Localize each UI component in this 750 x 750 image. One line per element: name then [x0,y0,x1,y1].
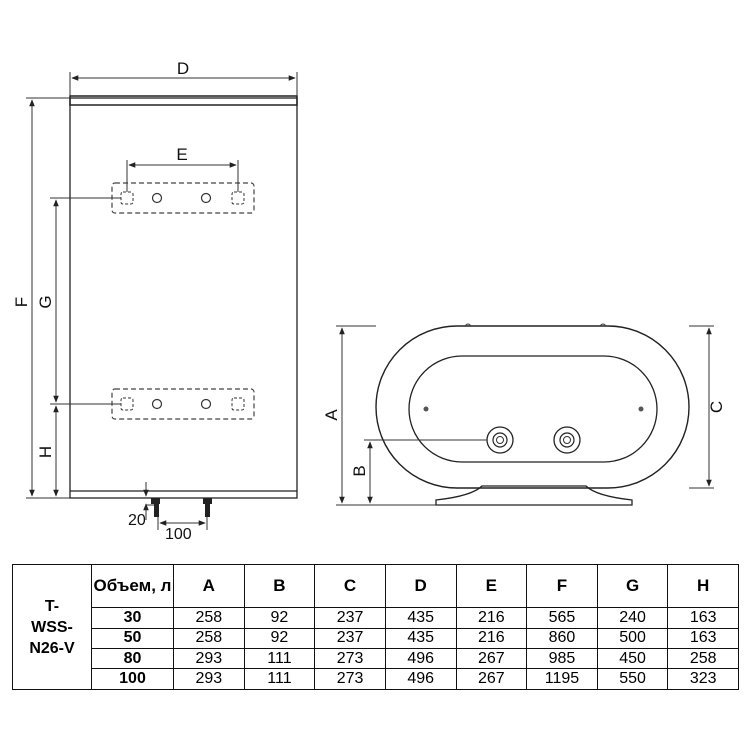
dim-label-E: E [176,145,187,164]
slot-icon [231,191,245,205]
screw-icon [638,406,644,412]
table-cell: 237 [314,607,386,629]
table-cell: 496 [384,668,457,690]
dim-label-pipe-spacing: 100 [165,526,192,543]
table-header-row: T- WSS- N26-V Объем, л A B C D E F G H [12,563,739,690]
dimension-A: A [322,325,436,506]
volume-header: Объем, л [91,563,174,609]
water-connector-outlet [553,426,581,454]
table-cell: 500 [596,627,669,650]
screw-icon [423,406,429,412]
volume-cell: 50 [91,627,174,650]
column-header-C: C [314,563,386,609]
table-cell: 450 [596,647,669,670]
table-cell: 323 [667,668,739,690]
table-cell: 258 [173,607,245,629]
table-cell: 216 [455,627,528,650]
tank-top-cap [69,95,298,106]
side-view: A B C [322,323,726,506]
model-line: T- [44,597,60,615]
side-inner-panel [408,355,658,463]
front-view: D E F G H [12,59,298,543]
table-cell: 435 [384,627,457,650]
table-cell: 92 [243,627,316,650]
table-cell: 293 [173,668,245,690]
lower-mounting-bracket [111,388,255,420]
table-cell: 496 [384,647,457,670]
tank-body [69,97,298,499]
dimension-E: E [126,145,239,192]
column-header-G: G [596,563,669,609]
table-cell: 267 [455,668,528,690]
hole-icon [200,398,212,410]
table-cell: 273 [314,668,386,690]
dimension-pipe-offset: 20 [128,482,154,529]
dim-label-G: G [36,295,55,308]
column-header-D: D [384,563,457,609]
upper-mounting-bracket [111,182,255,214]
column-header-E: E [455,563,528,609]
volume-cell: 30 [91,607,174,629]
column-header-H: H [667,563,739,609]
column-header-B: B [243,563,316,609]
table-cell: 565 [526,607,598,629]
dimension-B: B [350,439,487,504]
dimension-G: G [36,197,121,405]
dimension-F: F [12,97,70,499]
table-cell: 1195 [526,668,598,690]
dimension-pipe-spacing: 100 [157,517,208,543]
dim-label-A: A [322,409,341,421]
side-outer-shell [375,325,690,489]
table-cell: 163 [667,627,739,650]
table-cell: 985 [526,647,598,670]
table-cell: 860 [526,627,598,650]
table-cell: 293 [173,647,245,670]
column-header-F: F [526,563,598,609]
table-cell: 216 [455,607,528,629]
table-row: 50 258 92 237 435 216 860 500 163 [13,627,739,650]
side-stand [435,485,633,506]
dim-label-D: D [177,59,189,78]
dimension-H: H [36,405,59,497]
hole-icon [151,192,163,204]
table-cell: 435 [384,607,457,629]
dimension-D: D [69,59,298,96]
dim-label-B: B [350,465,369,476]
table-cell: 273 [314,647,386,670]
water-connector-inlet [486,426,514,454]
dimensions-table: T- WSS- N26-V Объем, л A B C D E F G H 3… [12,563,739,690]
dim-label-F: F [12,297,31,307]
dim-label-pipe-offset: 20 [128,512,146,529]
table-row: 30 258 92 237 435 216 565 240 163 [13,607,739,629]
model-name-cell: T- WSS- N26-V [12,564,92,690]
table-cell: 163 [667,607,739,629]
hole-icon [200,192,212,204]
table-cell: 258 [667,647,739,670]
table-cell: 237 [314,627,386,650]
table-cell: 111 [243,647,316,670]
table-cell: 240 [596,607,669,629]
dimension-C: C [689,325,726,489]
slot-icon [231,397,245,411]
table-row: 100 293 111 273 496 267 1195 550 323 [13,668,739,690]
table-cell: 550 [596,668,669,690]
dim-label-C: C [707,401,726,413]
volume-cell: 100 [91,668,174,690]
volume-cell: 80 [91,647,174,670]
column-header-A: A [173,563,245,609]
water-pipes [151,498,212,517]
hole-icon [151,398,163,410]
table-row: 80 293 111 273 496 267 985 450 258 [13,647,739,670]
slot-icon [120,191,134,205]
table-cell: 111 [243,668,316,690]
model-line: N26-V [29,639,75,657]
table-cell: 267 [455,647,528,670]
table-cell: 258 [173,627,245,650]
dim-label-H: H [36,446,55,458]
table-cell: 92 [243,607,316,629]
model-line: WSS- [31,618,73,636]
slot-icon [120,397,134,411]
technical-drawing: D E F G H [12,59,726,543]
